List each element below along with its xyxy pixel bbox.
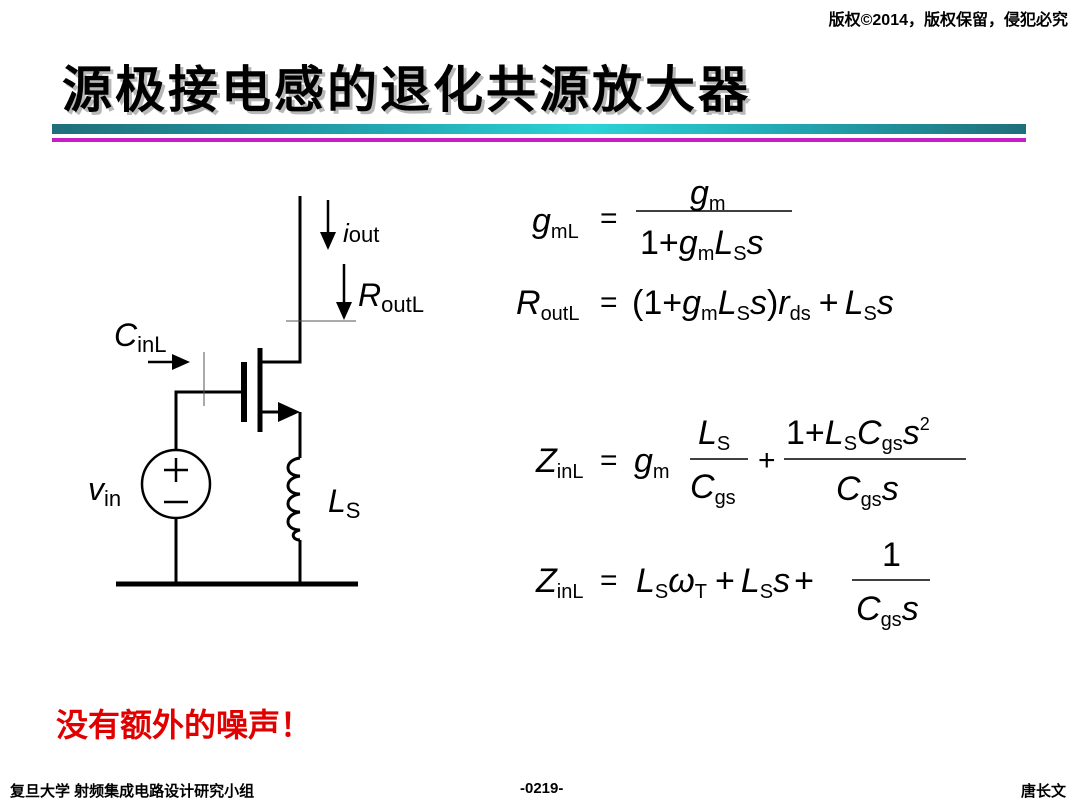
rout-arrow-icon <box>336 302 352 320</box>
svg-text:gm: gm <box>690 174 726 215</box>
iout-label: iout <box>343 218 379 248</box>
svg-text:gmL: gmL <box>532 202 579 243</box>
svg-text:RoutL: RoutL <box>516 284 580 325</box>
svg-text:1+gmLSs: 1+gmLSs <box>640 224 764 265</box>
equation-zinl-1: ZinL = gm LS Cgs + 1+LSCgss2 Cgss <box>535 414 966 511</box>
gate-wire <box>174 390 244 450</box>
svg-text:1+LSCgss2: 1+LSCgss2 <box>786 414 930 455</box>
svg-text:Cgs: Cgs <box>690 468 736 509</box>
iout-arrow-icon <box>320 232 336 250</box>
svg-text:=: = <box>600 202 618 235</box>
footer-page-number: -0219- <box>520 780 564 797</box>
svg-text:LS: LS <box>698 414 730 455</box>
cin-arrow-icon <box>172 354 190 370</box>
svg-text:gm: gm <box>634 442 670 483</box>
svg-text:(1+gmLSs)rds+LSs: (1+gmLSs)rds+LSs <box>632 284 894 325</box>
svg-text:ZinL: ZinL <box>535 562 583 603</box>
slide-title: 源极接电感的退化共源放大器 <box>62 60 751 119</box>
equations: gmL = gm 1+gmLSs RoutL = (1+gmLSs)rds+LS… <box>516 174 966 631</box>
svg-text:+: + <box>758 444 776 477</box>
svg-text:Cgss: Cgss <box>856 590 919 631</box>
ls-label: LS <box>328 483 360 523</box>
equation-gml: gmL = gm 1+gmLSs <box>532 174 792 265</box>
inductor-coil <box>286 456 301 542</box>
svg-text:=: = <box>600 286 618 319</box>
cin-label: CinL <box>114 317 166 357</box>
svg-text:ZinL: ZinL <box>535 442 583 483</box>
svg-text:=: = <box>600 444 618 477</box>
svg-text:LSωT+LSs+: LSωT+LSs+ <box>636 562 814 603</box>
svg-text:1: 1 <box>882 536 901 574</box>
rout-label: RoutL <box>358 277 424 317</box>
vin-label: vin <box>88 471 121 511</box>
svg-text:Cgss: Cgss <box>836 470 899 511</box>
equation-routl: RoutL = (1+gmLSs)rds+LSs <box>516 284 894 325</box>
title-divider-magenta <box>52 138 1026 142</box>
voltage-source <box>140 448 212 520</box>
footer-author: 唐长文 <box>1020 783 1066 800</box>
source-arrow-icon <box>278 402 300 422</box>
circuit-diagram: iout RoutL CinL vin LS <box>88 196 424 587</box>
drain-wire <box>260 196 302 364</box>
svg-text:=: = <box>600 564 618 597</box>
title-divider-teal <box>52 124 1026 134</box>
equation-zinl-2: ZinL = LSωT+LSs+ 1 Cgss <box>535 536 930 631</box>
footer-affiliation: 复旦大学 射频集成电路设计研究小组 <box>10 783 255 800</box>
noise-note: 没有额外的噪声！ <box>56 706 313 744</box>
copyright-notice: 版权©2014，版权保留，侵犯必究 <box>828 12 1068 29</box>
